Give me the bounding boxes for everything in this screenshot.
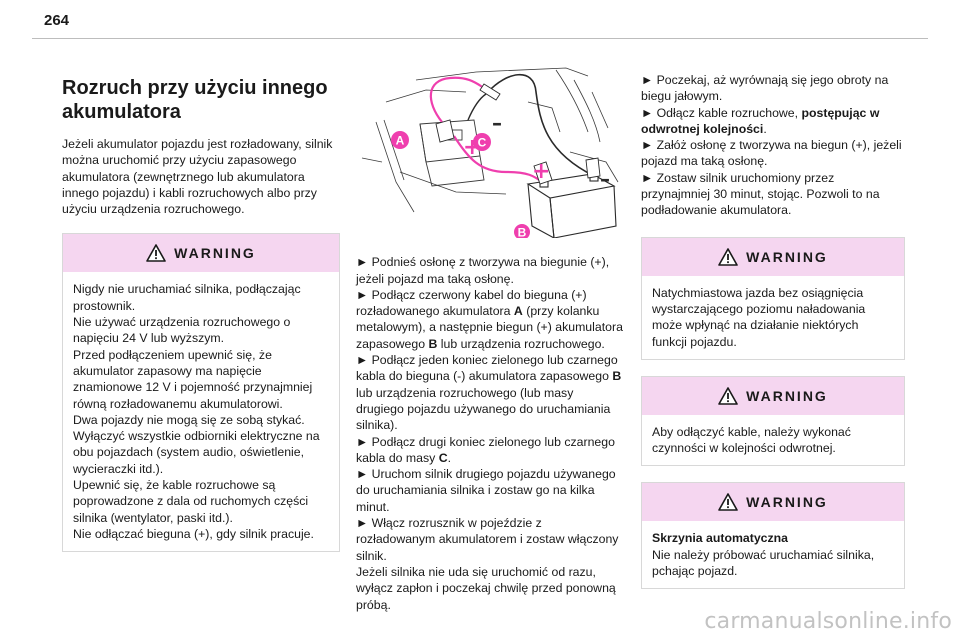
column-middle: + + – – A C B ► Podnieś osłonę z tworzyw… bbox=[356, 62, 624, 613]
intro-paragraph: Jeżeli akumulator pojazdu jest rozładowa… bbox=[62, 137, 333, 217]
minus-mark-c: – bbox=[492, 111, 502, 135]
warning-text: Aby odłączyć kable, należy wykonać czynn… bbox=[652, 424, 851, 456]
section-title: Rozruch przy użyciu innego akumulatora bbox=[62, 77, 328, 123]
header-divider bbox=[32, 38, 928, 39]
step-paragraph: ► Włącz rozrusznik w pojeździe z rozłado… bbox=[356, 516, 619, 563]
step-paragraph: ► Załóż osłonę z tworzywa na biegun (+),… bbox=[641, 138, 902, 169]
warning-box-2: WARNING Natychmiastowa jazda bez osiągni… bbox=[641, 236, 905, 360]
svg-text:A: A bbox=[396, 134, 405, 148]
warning-line: Nigdy nie uruchamiać silnika, podłączają… bbox=[73, 282, 301, 313]
step-paragraph: ► Podłącz jeden koniec zielonego lub cza… bbox=[356, 353, 622, 433]
warning-line: Nie odłączać bieguna (+), gdy silnik pra… bbox=[73, 526, 314, 541]
step-paragraph: Jeżeli silnika nie uda się uruchomić od … bbox=[356, 564, 616, 612]
step-paragraph: ► Podłącz czerwony kabel do bieguna (+) … bbox=[356, 287, 623, 351]
svg-text:B: B bbox=[518, 226, 527, 239]
warning-triangle-icon bbox=[718, 387, 738, 405]
warning-title: WARNING bbox=[746, 248, 828, 265]
step-paragraph: ► Podłącz drugi koniec zielonego lub cza… bbox=[356, 434, 615, 465]
warning-body: Nigdy nie uruchamiać silnika, podłączają… bbox=[63, 272, 339, 551]
step-paragraph: ► Zostaw silnik uruchomiony przez przyna… bbox=[641, 170, 880, 218]
warning-text: Natychmiastowa jazda bez osiągnięcia wys… bbox=[652, 285, 866, 349]
warning-body: Natychmiastowa jazda bez osiągnięcia wys… bbox=[642, 276, 904, 359]
warning-box-4: WARNING Skrzynia automatyczna Nie należy… bbox=[641, 482, 905, 590]
warning-line: Nie używać urządzenia rozruchowego o nap… bbox=[73, 315, 291, 346]
warning-triangle-icon bbox=[718, 493, 738, 512]
step-paragraph: ► Odłącz kable rozruchowe, postępując w … bbox=[641, 105, 880, 136]
warning-title: WARNING bbox=[746, 494, 828, 511]
warning-header: WARNING bbox=[642, 483, 904, 522]
label-c: C bbox=[473, 133, 491, 151]
watermark: carmanualsonline.info bbox=[704, 609, 952, 634]
label-b: B bbox=[514, 224, 530, 240]
warning-header: WARNING bbox=[642, 237, 904, 276]
column-right: ► Poczekaj, aż wyrównają się jego obroty… bbox=[641, 72, 905, 590]
step-paragraph: ► Podnieś osłonę z tworzywa na biegunie … bbox=[356, 255, 610, 286]
jump-start-illustration: + + – – A C B bbox=[361, 67, 619, 240]
warning-triangle-icon bbox=[146, 244, 166, 263]
warning-box-1: WARNING Nigdy nie uruchamiać silnika, po… bbox=[62, 233, 340, 553]
column-left: Rozruch przy użyciu innego akumulatora J… bbox=[62, 72, 340, 553]
warning-heading: Skrzynia automatyczna bbox=[652, 531, 788, 546]
warning-line: Upewnić się, że kable rozruchowe są popr… bbox=[73, 478, 309, 525]
warning-body: Aby odłączyć kable, należy wykonać czynn… bbox=[642, 415, 904, 466]
warning-title: WARNING bbox=[746, 387, 828, 404]
minus-mark-b: – bbox=[600, 167, 610, 191]
warning-body: Skrzynia automatyczna Nie należy próbowa… bbox=[642, 521, 904, 588]
warning-header: WARNING bbox=[642, 376, 904, 415]
warning-text: Nie należy próbować uruchamiać silnika, … bbox=[652, 547, 875, 579]
plus-mark-b: + bbox=[532, 159, 550, 184]
page-number: 264 bbox=[44, 12, 70, 29]
label-a: A bbox=[391, 131, 409, 149]
svg-text:C: C bbox=[478, 136, 487, 150]
warning-box-3: WARNING Aby odłączyć kable, należy wykon… bbox=[641, 375, 905, 467]
warning-title: WARNING bbox=[174, 245, 256, 262]
warning-line: Wyłączyć wszystkie odbiorniki elektryczn… bbox=[73, 429, 320, 476]
warning-line: Dwa pojazdy nie mogą się ze sobą stykać. bbox=[73, 412, 305, 427]
step-paragraph: ► Poczekaj, aż wyrównają się jego obroty… bbox=[641, 73, 889, 104]
warning-header: WARNING bbox=[63, 234, 339, 273]
step-paragraph: ► Uruchom silnik drugiego pojazdu używan… bbox=[356, 467, 616, 514]
warning-triangle-icon bbox=[718, 247, 738, 266]
warning-line: Przed podłączeniem upewnić się, że akumu… bbox=[73, 347, 313, 411]
